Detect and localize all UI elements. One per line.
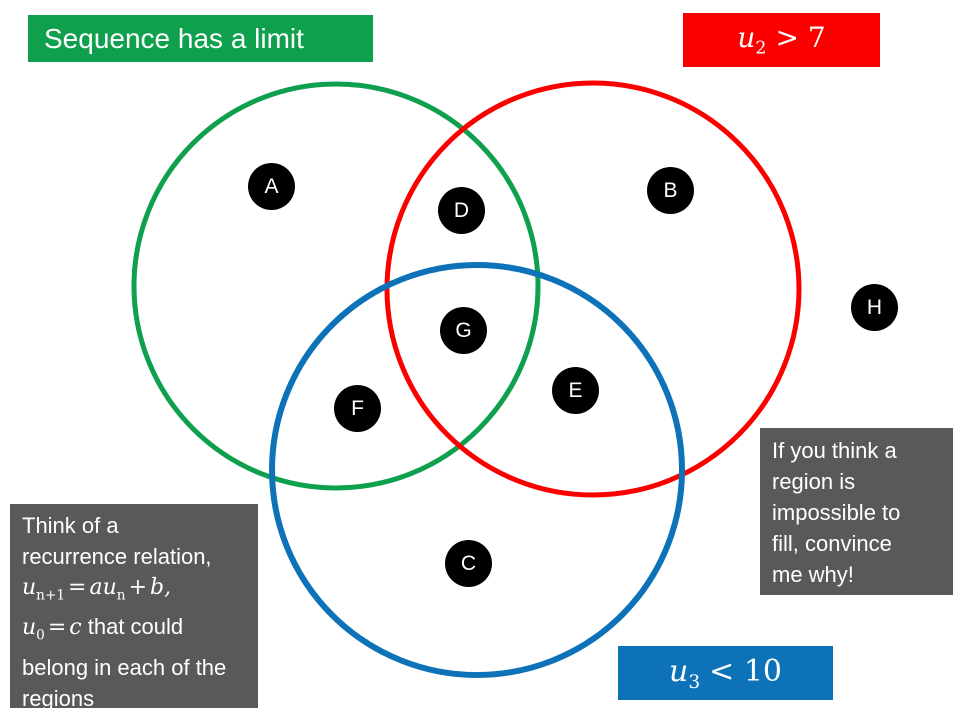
point-e-label: E xyxy=(568,378,583,402)
point-f: F xyxy=(334,385,381,432)
point-a-label: A xyxy=(264,174,279,198)
recurrence-formula: un+1=aun+b, xyxy=(22,575,172,604)
point-d-label: D xyxy=(453,198,470,222)
red-circle-u2-condition xyxy=(384,80,802,498)
point-c-label: C xyxy=(460,551,477,575)
hint-line-2: recurrence relation, xyxy=(22,544,212,569)
point-b: B xyxy=(647,167,694,214)
point-d: D xyxy=(438,187,485,234)
note-line-3: impossible to xyxy=(772,500,901,525)
point-e: E xyxy=(552,367,599,414)
u2-condition-label-box: u2> 7 xyxy=(683,13,880,67)
hint-line-6: regions xyxy=(22,685,95,711)
point-c: C xyxy=(445,540,492,587)
green-circle-sequence-limit xyxy=(131,81,541,491)
sequence-limit-label-box: Sequence has a limit xyxy=(28,15,373,62)
recurrence-hint-box: Think of a recurrence relation, un+1=aun… xyxy=(10,504,258,711)
point-h-label: H xyxy=(866,295,883,319)
point-b-label: B xyxy=(663,178,678,202)
hint-line-5: belong in each of the xyxy=(22,654,227,680)
u3-condition-label: u3< 10 xyxy=(668,653,783,693)
point-a: A xyxy=(248,163,295,210)
blue-circle-u3-condition xyxy=(269,262,685,678)
note-line-2: region is xyxy=(772,469,856,494)
point-f-label: F xyxy=(351,396,364,420)
note-line-1: If you think a xyxy=(772,438,897,463)
point-g: G xyxy=(440,307,487,354)
u2-condition-label: u2> 7 xyxy=(737,21,826,59)
point-h: H xyxy=(851,284,898,331)
note-line-4: fill, convince xyxy=(772,531,892,556)
point-g-label: G xyxy=(455,318,472,342)
impossible-region-note-box: If you think a region is impossible to f… xyxy=(760,428,953,595)
note-line-5: me why! xyxy=(772,562,854,587)
u3-condition-label-box: u3< 10 xyxy=(618,646,833,700)
initial-condition-line: u0=c that could xyxy=(22,614,184,644)
sequence-limit-label: Sequence has a limit xyxy=(44,23,304,54)
hint-line-1: Think of a xyxy=(22,513,119,538)
